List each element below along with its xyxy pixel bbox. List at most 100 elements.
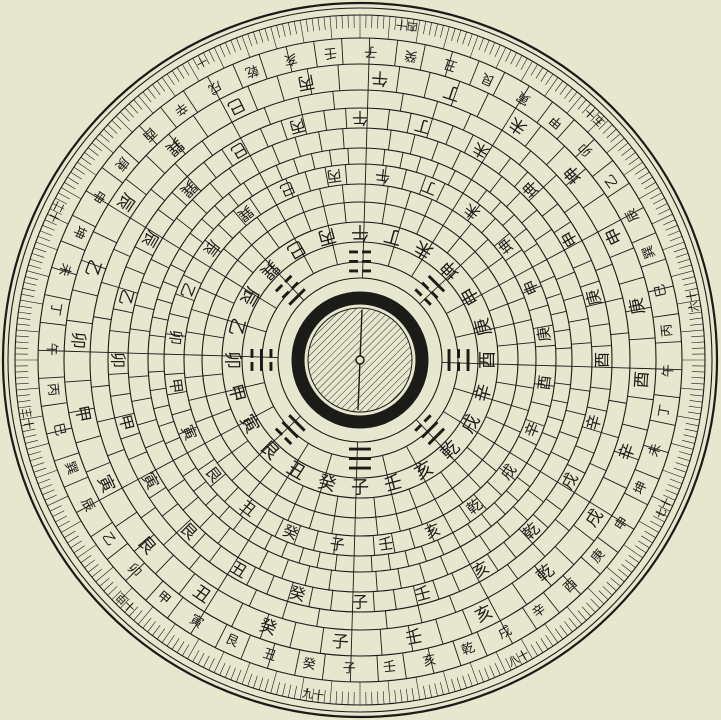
division-line (516, 385, 534, 388)
degree-tick (607, 582, 617, 591)
ring-character: 壬 (404, 626, 425, 649)
ring-character: 辰 (200, 237, 223, 260)
degree-tick (622, 564, 632, 572)
degree-tick (416, 677, 420, 700)
division-line (154, 405, 170, 409)
division-line (233, 517, 243, 530)
division-line (259, 551, 268, 569)
division-line (183, 468, 196, 477)
division-line (566, 410, 585, 415)
degree-tick (108, 586, 118, 595)
ring-character: 乙 (99, 530, 119, 549)
division-line (605, 298, 623, 302)
division-line (536, 365, 556, 366)
division-line (460, 252, 475, 266)
degree-tick (209, 50, 215, 62)
degree-tick (388, 681, 390, 704)
degree-tick (569, 618, 577, 628)
degree-tick (148, 622, 156, 632)
division-line (199, 288, 215, 295)
degree-tick (521, 58, 527, 69)
degree-tick (162, 77, 175, 96)
division-line (619, 277, 644, 284)
degree-tick (681, 388, 704, 390)
degree-tick (546, 74, 553, 85)
division-line (547, 250, 565, 259)
degree-tick (125, 108, 134, 118)
division-line (506, 490, 518, 501)
division-line (546, 499, 562, 511)
degree-tick (541, 638, 548, 649)
degree-tick (692, 377, 705, 378)
ring-character: 巽 (640, 243, 659, 260)
division-line (479, 582, 488, 598)
ring-character: 子 (331, 632, 349, 653)
division-line (176, 218, 192, 230)
degree-tick (682, 440, 695, 443)
division-line (221, 425, 239, 434)
division-line (513, 507, 527, 521)
ring-character: 庚 (112, 154, 133, 174)
division-line (518, 365, 536, 366)
ring-character: 巽 (61, 459, 80, 476)
ring-character: 丑 (442, 55, 459, 73)
ring-character: 酉 (632, 371, 653, 389)
division-line (137, 419, 156, 425)
degree-tick (36, 470, 58, 478)
degree-tick (671, 271, 693, 277)
division-line (108, 373, 128, 374)
division-line (277, 76, 284, 101)
degree-tick (463, 32, 467, 44)
ring-character: 酉 (478, 351, 499, 369)
division-line (163, 238, 180, 249)
division-line (165, 437, 180, 443)
degree-tick (400, 690, 402, 703)
degree-tick (92, 569, 102, 577)
division-line (354, 536, 355, 556)
degree-tick (248, 674, 252, 686)
degree-tick (282, 683, 285, 696)
division-line (507, 564, 518, 579)
division-line (40, 322, 66, 325)
degree-tick (541, 71, 548, 82)
degree-tick (683, 282, 696, 285)
division-line (590, 463, 606, 470)
degree-tick (277, 682, 280, 695)
division-line (342, 39, 343, 65)
division-line (267, 494, 276, 509)
degree-tick (607, 129, 617, 138)
ring-character: 酉 (139, 124, 159, 144)
ring-character: 坤 (519, 177, 544, 202)
division-line (206, 392, 225, 397)
ring-character: 午 (374, 166, 391, 186)
edge-mark: 十 (193, 53, 209, 71)
division-line (101, 282, 118, 287)
division-line (514, 229, 527, 239)
division-line (233, 64, 243, 88)
degree-tick (188, 639, 200, 659)
division-line (257, 217, 268, 232)
division-line (590, 324, 610, 327)
division-line (402, 170, 407, 189)
degree-tick (406, 689, 408, 702)
division-line (146, 155, 165, 173)
division-line (396, 514, 400, 532)
division-line (128, 353, 148, 354)
degree-tick (625, 152, 635, 160)
division-line (355, 518, 356, 536)
degree-tick (248, 34, 252, 46)
degree-tick (157, 81, 165, 92)
degree-tick (32, 463, 44, 467)
trigram-symbol: ☵ (243, 347, 278, 374)
division-line (410, 135, 415, 154)
division-line (569, 319, 589, 323)
division-line (576, 446, 595, 453)
ring-character: 甲 (154, 589, 174, 609)
division-line (601, 432, 618, 437)
ring-character: 丙 (44, 382, 60, 396)
degree-tick (42, 490, 54, 495)
ring-character: 丙 (325, 166, 342, 186)
division-line (555, 519, 569, 530)
division-line (396, 67, 399, 93)
degree-tick (545, 77, 558, 96)
